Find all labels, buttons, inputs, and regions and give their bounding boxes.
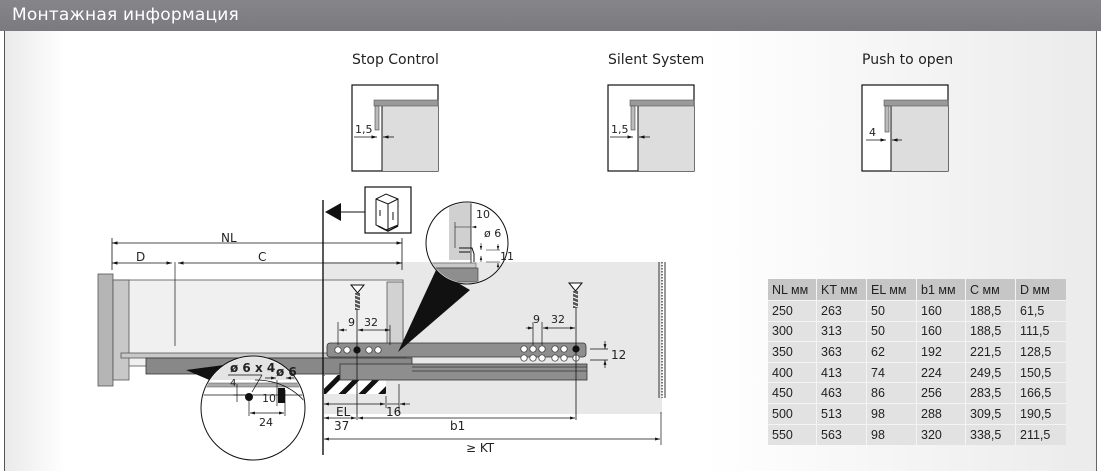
table-cell: 563 [817, 424, 867, 446]
cabinet-icon [364, 186, 412, 234]
dim-label-front-32: 32 [364, 316, 378, 329]
cabinet-rear-wall [658, 262, 666, 398]
table-cell: 61,5 [1016, 301, 1066, 322]
silent-system-gap-label: 1,5 [611, 123, 629, 136]
dim-label-el: EL [336, 405, 351, 419]
mode-diagram-push-to-open: 4 [861, 84, 949, 172]
table-cell: 188,5 [966, 321, 1016, 343]
hole-label-o6x4: ø 6 x 4 [230, 361, 275, 375]
detail-callout-top: 10 ø 6 11 [425, 201, 514, 285]
mode-title-stop-control: Stop Control [352, 52, 439, 68]
table-cell: 363 [817, 342, 867, 363]
table-cell: 550 [768, 424, 817, 446]
table-cell: 211,5 [1020, 427, 1051, 442]
table-cell: 111,5 [1016, 322, 1066, 343]
rear-mounting-holes [520, 345, 580, 362]
column-header: NL мм [768, 279, 817, 301]
table-cell: 300 [768, 321, 817, 343]
stop-control-gap-label: 1,5 [355, 123, 373, 136]
table-cell: 188,5 [966, 301, 1016, 322]
mode-title-push-to-open: Push to open [862, 52, 954, 68]
table-cell: 350 [768, 342, 817, 363]
mode-title-silent-system: Silent System [608, 52, 705, 68]
dim-label-nl: NL [221, 231, 237, 245]
table-cell: 249,5 [966, 362, 1016, 384]
table-cell: 313 [817, 321, 867, 343]
table-cell: 150,5 [1016, 363, 1066, 384]
mode-diagram-stop-control: 1,5 [351, 84, 439, 172]
section-title: Монтажная информация [12, 5, 239, 25]
table-cell: 160 [917, 301, 966, 322]
detail-callout-bottom: ø 6 x 4 ø 6 4 10 24 [200, 355, 306, 461]
table-cell: 338,5 [966, 424, 1016, 446]
table-cell: 224 [917, 362, 966, 384]
table-cell: 50 [867, 301, 917, 322]
table-cell: 192 [917, 342, 966, 363]
dim-label-37: 37 [334, 419, 349, 433]
table-cell: 86 [867, 383, 917, 404]
table-cell: 500 [768, 403, 817, 425]
table-cell: 463 [817, 383, 867, 404]
dim-label-d: D [136, 250, 145, 264]
table-header-row: NL мм KT мм EL мм b1 мм C мм D мм [768, 279, 1066, 301]
slide-rail [326, 342, 588, 381]
table-cell: 263 [817, 301, 867, 322]
dim-label-rear-32: 32 [551, 313, 565, 326]
dim-label-kt: ≥ KT [466, 441, 495, 455]
table-cell: 413 [817, 362, 867, 384]
column-header: D мм [1016, 279, 1066, 301]
table-cell: 166,5 [1016, 383, 1066, 404]
column-header: C мм [966, 279, 1016, 301]
dim-label-c: C [258, 250, 266, 264]
direction-arrow-icon [325, 203, 341, 221]
table-cell: 400 [768, 362, 817, 384]
column-header: KT мм [817, 279, 867, 301]
screw-icon [567, 282, 584, 308]
table-cell: 98 [867, 403, 917, 425]
dim-label-16: 16 [386, 405, 401, 419]
dim-label-12: 12 [611, 348, 626, 362]
mode-diagram-silent-system: 1,5 [607, 84, 695, 172]
hole-label-10: 10 [262, 392, 276, 405]
detail-label-10: 10 [476, 208, 490, 221]
push-to-open-gap-label: 4 [869, 126, 876, 139]
table-cell: 190,5 [1016, 404, 1066, 425]
table-cell: 62 [867, 342, 917, 363]
column-header: EL мм [867, 279, 917, 301]
table-cell: 160 [917, 321, 966, 343]
table-cell: 450 [768, 383, 817, 404]
column-header: b1 мм [917, 279, 966, 301]
table-cell: 128,5 [1016, 342, 1066, 363]
table-cell: 74 [867, 362, 917, 384]
dim-label-b1: b1 [450, 419, 465, 433]
table-cell: 288 [917, 403, 966, 425]
table-cell: 50 [867, 321, 917, 343]
hole-label-24: 24 [259, 416, 273, 429]
detail-label-11: 11 [500, 250, 514, 263]
hole-label-o6: ø 6 [276, 365, 297, 379]
dim-label-rear-9: 9 [533, 313, 540, 326]
table-cell: 513 [817, 403, 867, 425]
detail-label-o6: ø 6 [484, 227, 501, 240]
table-cell: 221,5 [966, 342, 1016, 363]
table-cell: 320 [917, 424, 966, 446]
table-cell: 309,5 [966, 403, 1016, 425]
screw-icon [349, 284, 366, 310]
table-cell: 250 [768, 301, 817, 322]
dim-label-front-9: 9 [348, 316, 355, 329]
table-cell: 256 [917, 383, 966, 404]
drawer-front [97, 273, 114, 387]
section-header: Монтажная информация [0, 0, 1101, 31]
table-cell: 98 [867, 424, 917, 446]
hole-label-4: 4 [230, 378, 236, 389]
table-cell: 283,5 [966, 383, 1016, 404]
